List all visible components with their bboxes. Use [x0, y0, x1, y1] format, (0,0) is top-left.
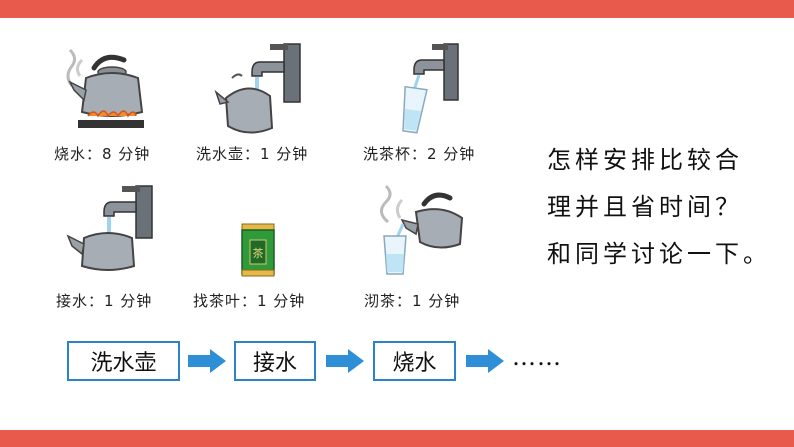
question-line-1: 怎样安排比较合	[547, 146, 743, 174]
step-label-brew-tea: 沏茶：1 分钟	[364, 292, 461, 310]
kettle-pouring-tea-icon	[380, 184, 464, 275]
question-line-3: 和同学讨论一下。	[547, 240, 771, 268]
step-label-find-tea: 找茶叶：1 分钟	[193, 292, 306, 310]
step-label-fill-water: 接水：1 分钟	[56, 292, 153, 310]
flow-ellipsis: ……	[512, 343, 562, 371]
bottom-red-bar	[0, 430, 794, 447]
flow-arrow-3-icon	[466, 349, 504, 373]
top-red-bar	[0, 0, 794, 18]
tap-filling-kettle-icon	[66, 185, 153, 271]
flow-step-wash-kettle: 洗水壶	[67, 341, 180, 381]
kettle-on-stove-icon	[66, 48, 144, 128]
step-label-wash-kettle: 洗水壶：1 分钟	[196, 145, 309, 163]
flow-arrow-1-icon	[188, 349, 226, 373]
kettle-under-tap-icon	[214, 43, 301, 134]
flow-arrow-2-icon	[326, 349, 364, 373]
flow-step-boil-water: 烧水	[373, 341, 456, 381]
flow-step-fill-water: 接水	[234, 341, 316, 381]
tea-canister-label: 茶	[253, 247, 264, 260]
step-label-boil-water: 烧水：8 分钟	[54, 145, 151, 163]
question-line-2: 理并且省时间？	[547, 193, 743, 221]
glass-under-tap-icon	[402, 43, 459, 134]
tea-canister-icon: 茶	[241, 223, 275, 277]
step-label-wash-cup: 洗茶杯：2 分钟	[363, 145, 476, 163]
